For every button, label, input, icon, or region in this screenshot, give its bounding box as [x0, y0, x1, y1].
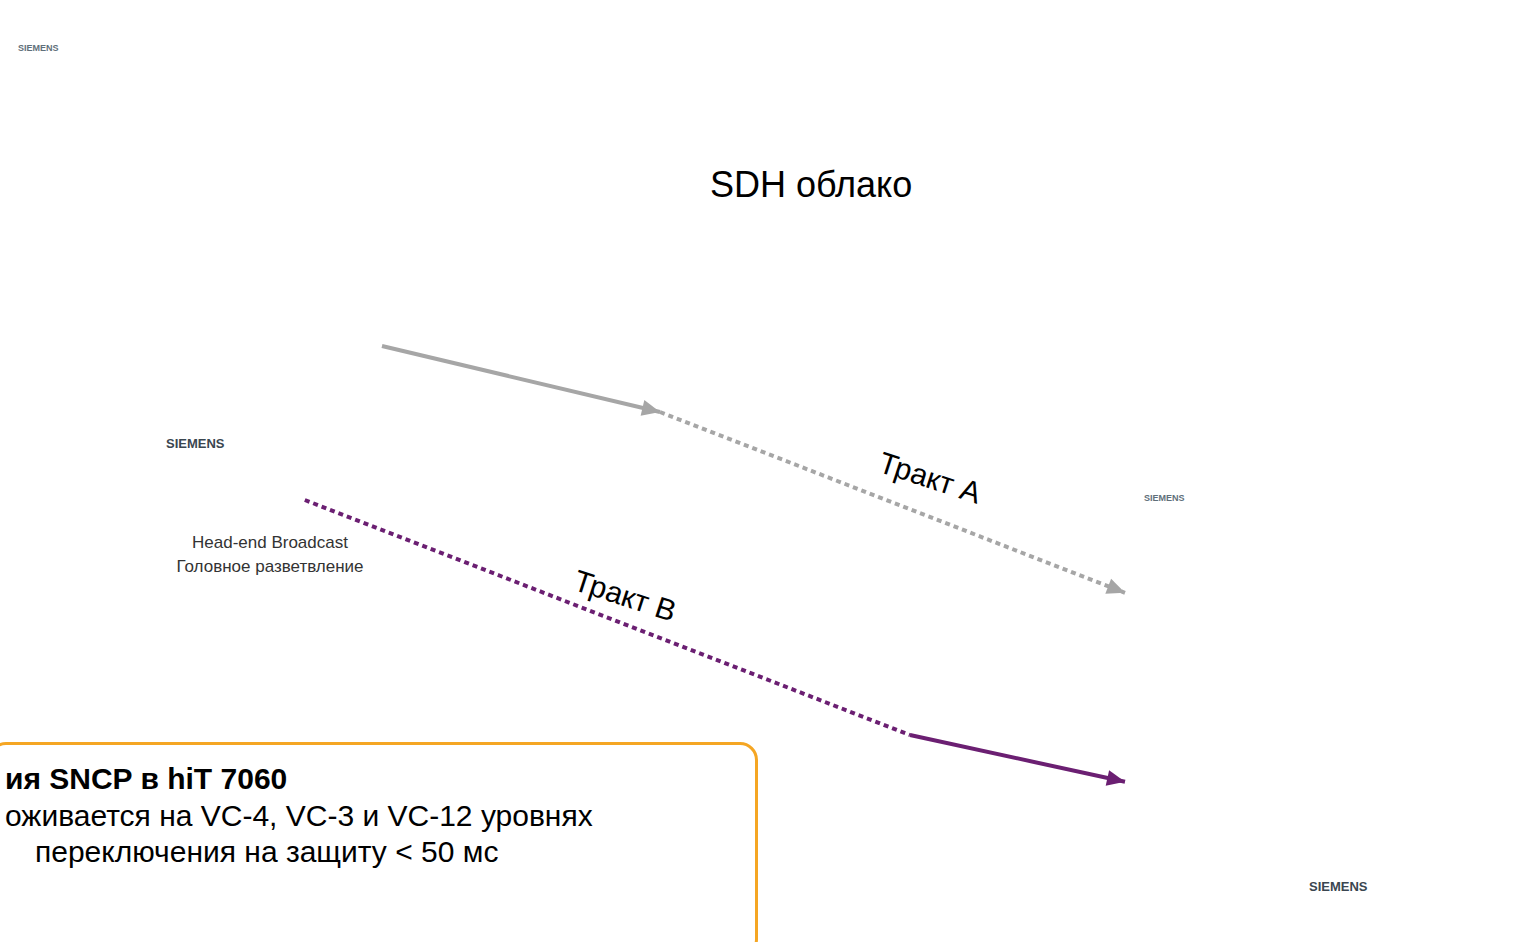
path-a-inner — [1125, 593, 1438, 645]
path-label: Тракт B — [569, 563, 681, 630]
cloud-shape — [660, 550, 860, 750]
failure-burst — [245, 275, 355, 385]
caption-text: Head-end Broadcast — [192, 533, 348, 553]
brand-label: SIEMENS — [1144, 493, 1185, 504]
path-segment — [660, 412, 1125, 593]
broadcast-arrows — [131, 379, 170, 420]
cloud-shape — [470, 495, 690, 715]
callout-box: ия SNCP в hiT 7060оживается на VC-4, VC-… — [0, 742, 758, 942]
cloud-shape — [480, 70, 1080, 710]
brand-label: SIEMENS — [166, 436, 225, 452]
sdh-cloud: SDH облако — [430, 25, 1125, 750]
caption-text: Головное разветвление — [176, 557, 363, 577]
path-a-inner — [352, 340, 383, 346]
cloud-shape — [432, 180, 622, 370]
cloud-shape — [845, 530, 1045, 730]
path-b-inner — [140, 368, 289, 489]
callout-bullet: оживается на VC-4, VC-3 и VC-12 уровнях — [5, 798, 593, 834]
cloud-shape — [959, 242, 1125, 408]
selector-marker — [1306, 816, 1320, 830]
path-a-inner — [1125, 593, 1200, 615]
path-b-inner — [1125, 782, 1313, 870]
equipment-rack: SIEMENS SIEMENS — [0, 5, 382, 500]
broadcast-arrows — [131, 377, 241, 484]
arrow-head — [1106, 770, 1125, 786]
cloud-shape — [430, 25, 1125, 750]
broadcast-arrows — [170, 377, 241, 420]
brand-label: SIEMENS — [18, 43, 59, 54]
port-marker — [1263, 779, 1276, 792]
cloud-shape — [510, 30, 750, 270]
rack-illustration — [0, 5, 382, 500]
cloud-shape — [432, 355, 612, 535]
cloud-title: SDH облако — [710, 163, 912, 206]
brand-label: SIEMENS — [1309, 879, 1368, 895]
arrow-head — [1105, 579, 1125, 594]
failure-burst — [267, 297, 333, 363]
path-b-inner — [1311, 833, 1315, 870]
path-connector — [382, 346, 1125, 594]
port-marker — [1368, 751, 1381, 764]
path-b-inner — [1125, 782, 1300, 819]
path-segment — [910, 735, 1125, 782]
rack-illustration — [1125, 455, 1528, 942]
failure-burst — [245, 275, 355, 385]
path-a-inner — [1200, 615, 1438, 645]
callout-heading: ия SNCP в hiT 7060 — [5, 761, 287, 797]
arrow-head — [641, 400, 660, 416]
broadcast-arrows — [168, 424, 172, 484]
path-label: Тракт A — [874, 445, 986, 512]
cloud-shape — [880, 50, 1100, 270]
equipment-rack: SIEMENS SIEMENS — [1125, 455, 1528, 942]
path-segment — [382, 346, 660, 412]
path-segment — [305, 500, 910, 735]
callout-bullet: переключения на защиту < 50 мс — [35, 834, 498, 870]
